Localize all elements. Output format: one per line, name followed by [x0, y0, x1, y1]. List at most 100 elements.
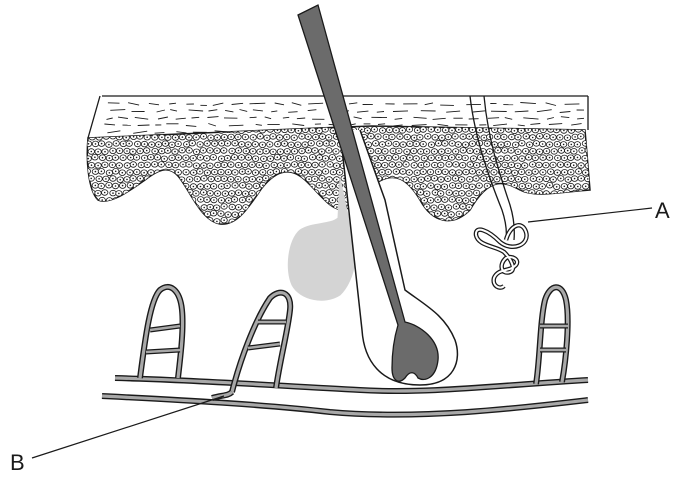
cell-nucleus: [552, 137, 554, 139]
cell-nucleus: [469, 150, 471, 152]
epidermal-cell: [168, 127, 174, 133]
cell-nucleus: [196, 151, 198, 153]
cell-nucleus: [514, 212, 516, 214]
cell-nucleus: [248, 186, 250, 188]
cell-nucleus: [272, 179, 274, 181]
cell-nucleus: [91, 164, 93, 166]
cell-nucleus: [133, 193, 135, 195]
cell-nucleus: [245, 136, 247, 138]
cell-nucleus: [539, 192, 541, 194]
cell-nucleus: [521, 158, 523, 160]
cell-nucleus: [573, 151, 575, 153]
keratin-dash: [488, 118, 499, 119]
cell-nucleus: [252, 137, 254, 139]
cell-nucleus: [392, 150, 394, 152]
keratin-dash: [292, 124, 304, 126]
epidermal-cell: [186, 219, 192, 225]
keratin-dash: [473, 111, 485, 112]
epidermal-cell: [488, 205, 494, 211]
epidermal-cell: [389, 204, 395, 210]
cell-nucleus: [451, 199, 453, 201]
cell-nucleus: [517, 165, 519, 167]
cell-nucleus: [482, 151, 484, 153]
cell-nucleus: [375, 143, 377, 145]
cell-nucleus: [120, 206, 122, 208]
cell-nucleus: [265, 150, 267, 152]
epidermal-cell: [497, 184, 503, 190]
epidermal-cell: [571, 218, 577, 224]
cell-nucleus: [150, 129, 152, 131]
epidermal-cell: [86, 197, 92, 203]
cell-nucleus: [479, 129, 481, 131]
keratin-dash: [288, 112, 297, 113]
cell-nucleus: [97, 165, 99, 167]
cell-nucleus: [441, 137, 443, 139]
epidermal-cell: [306, 205, 312, 211]
cell-nucleus: [277, 143, 279, 145]
cell-nucleus: [290, 157, 292, 159]
cell-nucleus: [507, 214, 509, 216]
cell-nucleus: [171, 213, 173, 215]
keratin-dash: [308, 110, 317, 111]
cell-nucleus: [318, 172, 320, 174]
epidermal-cell: [138, 218, 144, 224]
cell-nucleus: [207, 213, 209, 215]
cell-nucleus: [441, 221, 443, 223]
cell-nucleus: [417, 199, 419, 201]
cell-nucleus: [445, 129, 447, 131]
cell-nucleus: [147, 164, 149, 166]
cell-nucleus: [501, 171, 503, 173]
cell-nucleus: [255, 129, 257, 131]
cell-nucleus: [178, 186, 180, 188]
epidermal-cell: [176, 184, 182, 190]
keratin-dash: [378, 124, 385, 125]
epidermal-cell: [414, 211, 420, 217]
epidermal-cell: [267, 197, 273, 203]
cell-nucleus: [95, 143, 97, 145]
epidermal-cell: [295, 183, 301, 189]
cell-nucleus: [175, 220, 177, 222]
epidermal-cell: [547, 197, 553, 203]
cell-nucleus: [545, 164, 547, 166]
cell-nucleus: [95, 129, 97, 131]
cell-nucleus: [168, 164, 170, 166]
cell-nucleus: [122, 129, 124, 131]
epidermal-cell: [270, 190, 276, 196]
cell-nucleus: [472, 129, 474, 131]
cell-nucleus: [455, 193, 457, 195]
epidermal-cell: [158, 218, 164, 224]
epidermal-cell: [483, 197, 489, 203]
cell-nucleus: [567, 150, 569, 152]
cell-nucleus: [426, 206, 428, 208]
cell-nucleus: [88, 129, 90, 131]
cell-nucleus: [567, 221, 569, 223]
cell-nucleus: [129, 172, 131, 174]
cell-nucleus: [248, 213, 250, 215]
cell-nucleus: [564, 157, 566, 159]
cell-nucleus: [511, 193, 513, 195]
cell-nucleus: [160, 207, 162, 209]
cell-nucleus: [165, 171, 167, 173]
epidermal-cell: [313, 204, 319, 210]
cell-nucleus: [465, 144, 467, 146]
cell-nucleus: [382, 130, 384, 132]
cell-nucleus: [226, 185, 228, 187]
cell-nucleus: [424, 200, 426, 202]
cell-nucleus: [189, 205, 191, 207]
cell-nucleus: [441, 151, 443, 153]
cell-nucleus: [223, 206, 225, 208]
cell-nucleus: [515, 144, 517, 146]
cell-nucleus: [438, 143, 440, 145]
cell-nucleus: [301, 136, 303, 138]
cell-nucleus: [549, 199, 551, 201]
cell-nucleus: [398, 150, 400, 152]
keratin-dash: [133, 131, 147, 133]
cell-nucleus: [577, 157, 579, 159]
keratin-dash: [135, 117, 148, 119]
epidermal-cell: [504, 212, 510, 218]
keratin-dash: [170, 110, 177, 112]
epidermal-cell: [260, 212, 266, 218]
cell-nucleus: [305, 213, 307, 215]
epidermal-cell: [131, 219, 137, 225]
cell-nucleus: [451, 157, 453, 159]
